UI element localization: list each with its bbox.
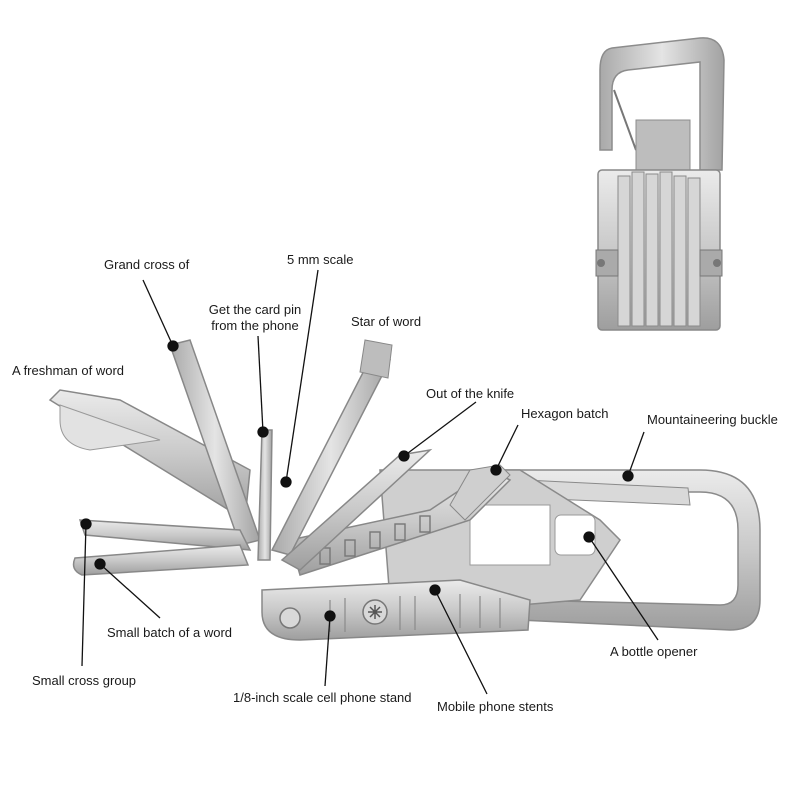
fanned-tool-photo [48,339,761,641]
label-card-pin-line1: Get the card pin [208,302,302,317]
label-phone-stand-scale: 1/8-inch scale cell phone stand [233,690,412,705]
label-bottle-opener: A bottle opener [610,644,698,659]
label-grand-cross: Grand cross of [104,257,190,272]
label-star-of-word: Star of word [351,314,422,329]
label-card-pin-line2: from the phone [211,318,299,333]
label-mountaineering-buckle: Mountaineering buckle [647,412,778,427]
label-small-cross-group: Small cross group [32,673,137,688]
label-hexagon-batch: Hexagon batch [521,406,609,421]
label-freshman-of-word: A freshman of word [12,363,124,378]
label-small-batch-word: Small batch of a word [107,625,233,640]
label-card-pin: Get the card pin from the phone [190,302,320,334]
label-5mm-scale: 5 mm scale [287,252,354,267]
label-out-of-knife: Out of the knife [426,386,515,401]
label-mobile-phone-stents: Mobile phone stents [437,699,554,714]
folded-tool-photo [595,37,725,331]
callout-pointers [80,269,659,695]
